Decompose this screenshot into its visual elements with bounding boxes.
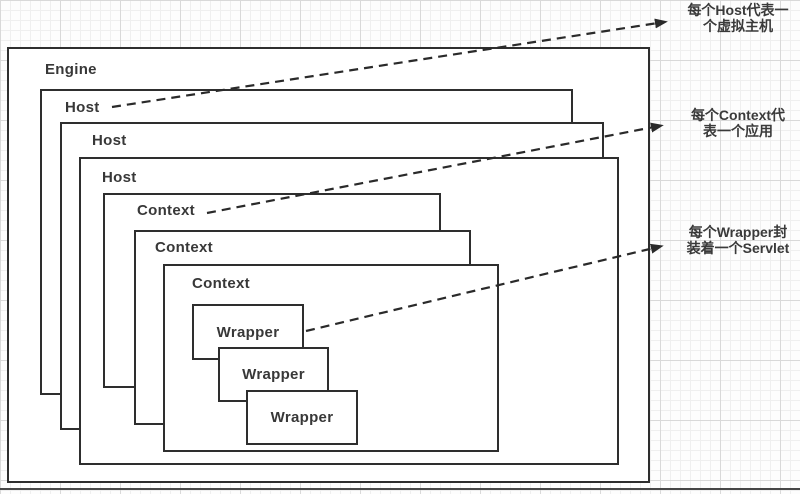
host-label-2: Host — [92, 132, 127, 149]
host-label-3: Host — [102, 169, 137, 186]
wrapper-label-2: Wrapper — [242, 366, 305, 383]
context-label-3: Context — [192, 275, 250, 292]
host-label-1: Host — [65, 99, 100, 116]
annotation-wrapper-line2: 装着一个Servlet — [686, 240, 790, 256]
annotation-context-line2: 表一个应用 — [703, 123, 773, 139]
wrapper-box-3: Wrapper — [246, 390, 358, 445]
context-label-2: Context — [155, 239, 213, 256]
annotation-host: 每个Host代表一 个虚拟主机 — [678, 2, 798, 34]
annotation-wrapper: 每个Wrapper封 装着一个Servlet — [676, 224, 800, 256]
annotation-wrapper-line1: 每个Wrapper封 — [688, 224, 788, 240]
wrapper-label-1: Wrapper — [216, 323, 280, 341]
engine-label: Engine — [45, 61, 97, 78]
context-label-1: Context — [137, 202, 195, 219]
canvas-bottom-border — [0, 488, 800, 490]
annotation-context: 每个Context代 表一个应用 — [678, 107, 798, 139]
annotation-host-line1: 每个Host代表一 — [687, 2, 789, 18]
annotation-host-line2: 个虚拟主机 — [703, 18, 773, 34]
wrapper-label-3: Wrapper — [270, 409, 334, 426]
annotation-context-line1: 每个Context代 — [690, 107, 786, 123]
